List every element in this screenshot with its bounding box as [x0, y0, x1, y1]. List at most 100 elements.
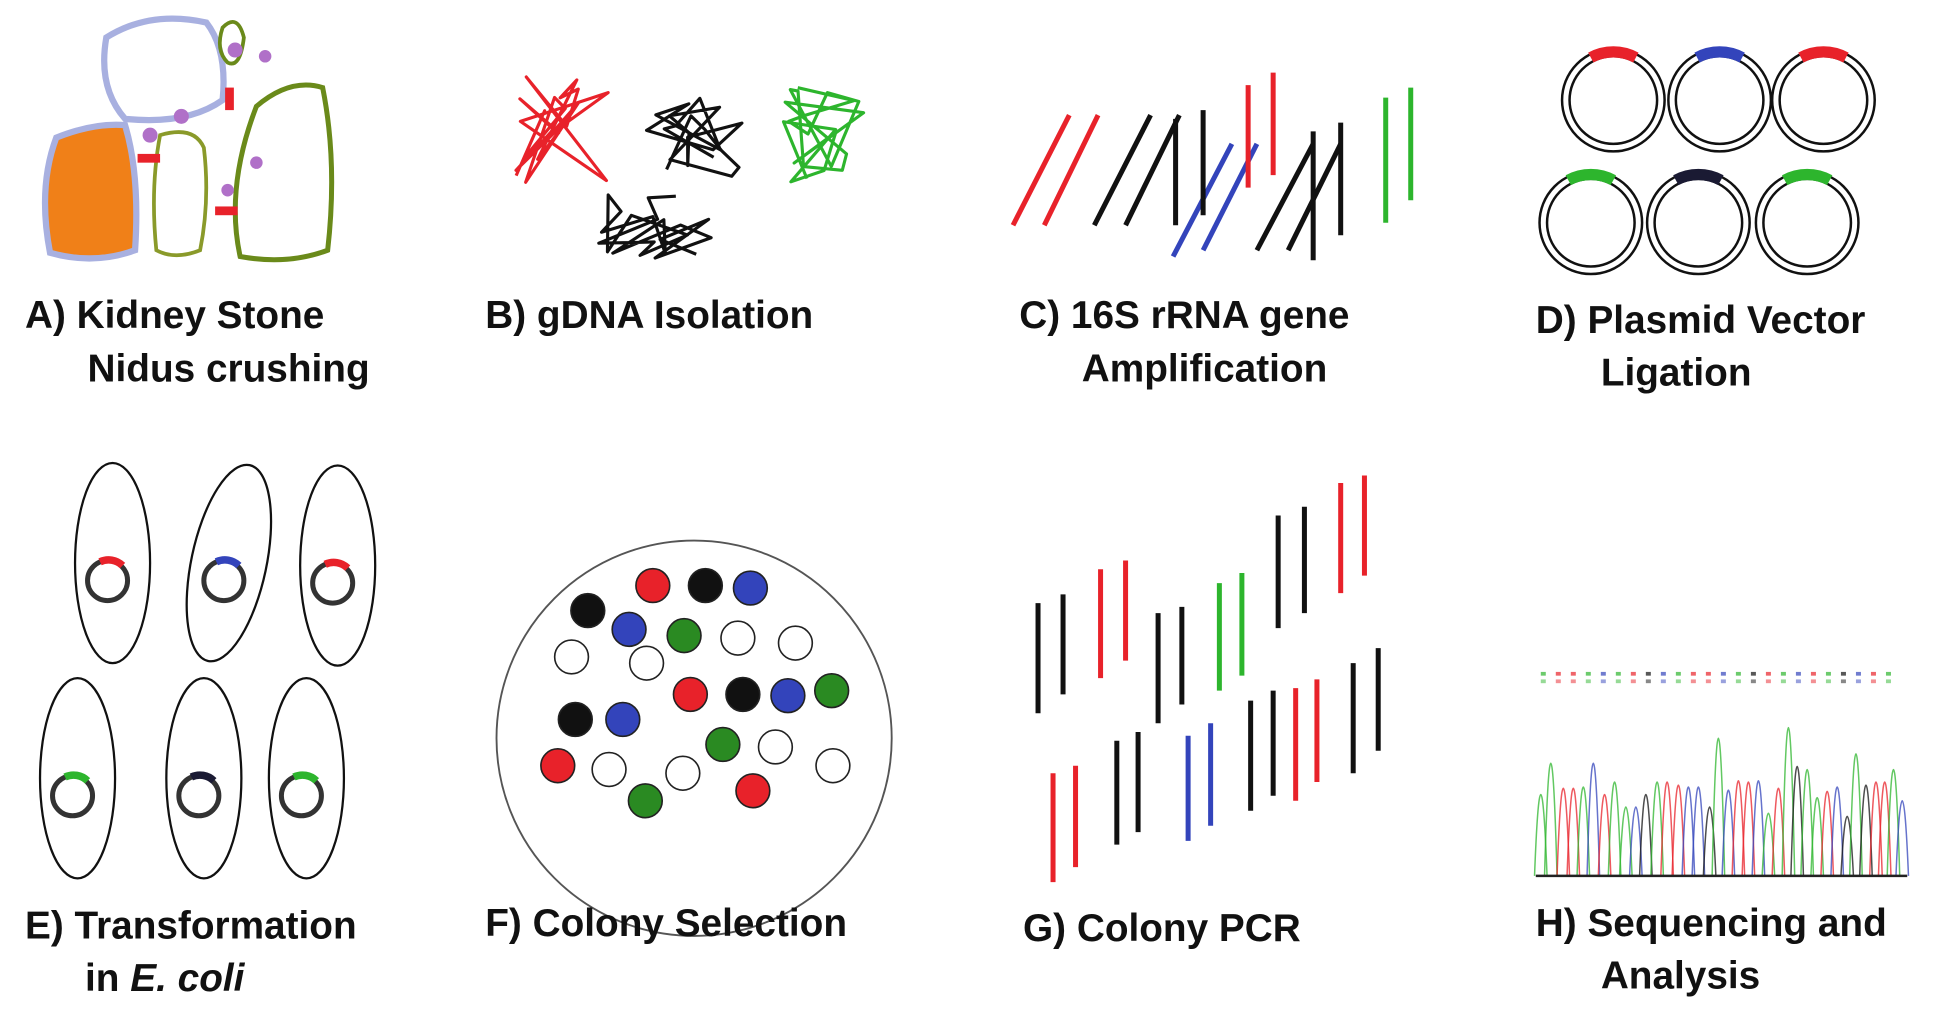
- trace-peak: [1751, 780, 1766, 876]
- particle-purple: [250, 156, 263, 169]
- bacterial-colony: [591, 751, 627, 788]
- base-call-mark: [1795, 679, 1801, 684]
- bacterial-colony: [815, 748, 851, 784]
- plasmid-inner-ring: [1545, 177, 1636, 268]
- bacterial-colony: [672, 676, 709, 713]
- label-d-line1: D) Plasmid Vector: [1536, 299, 1866, 342]
- panel-b-gdna-illustration: [514, 75, 866, 260]
- insert-segment: [292, 771, 320, 784]
- panel-e-ecoli-illustration: [38, 461, 377, 880]
- base-call-mark: [1810, 671, 1816, 676]
- bacterial-colony: [635, 567, 671, 604]
- base-call-mark: [1555, 679, 1561, 684]
- crystal-red: [225, 87, 234, 111]
- trace-peak: [1895, 800, 1910, 876]
- base-call-mark: [1735, 679, 1741, 684]
- ecoli-cell: [38, 677, 117, 880]
- base-call-mark: [1645, 671, 1651, 676]
- base-call-mark: [1855, 679, 1861, 684]
- insert-segment: [323, 558, 351, 571]
- trace-peak: [1638, 794, 1653, 876]
- plasmid-outer-ring: [1754, 170, 1860, 276]
- particle-purple: [227, 42, 243, 58]
- panel-g-colony-pcr-illustration: [1035, 475, 1381, 883]
- base-call-mark: [1540, 671, 1546, 676]
- base-call-mark: [1660, 671, 1666, 676]
- trace-peak: [1840, 816, 1855, 876]
- base-call-mark: [1540, 679, 1546, 684]
- base-call-mark: [1600, 679, 1606, 684]
- label-a-line2: Nidus crushing: [88, 348, 370, 391]
- base-call-mark: [1555, 671, 1561, 676]
- label-e-line1: E) Transformation: [25, 904, 357, 947]
- base-call-mark: [1840, 679, 1846, 684]
- base-call-mark: [1675, 671, 1681, 676]
- bacterial-colony: [627, 783, 664, 819]
- stone-fragment-orange: [41, 121, 140, 262]
- base-call-mark: [1570, 679, 1576, 684]
- plasmid-inner-ring: [1674, 55, 1765, 146]
- plasmid-inner-ring: [1568, 55, 1659, 146]
- base-call-mark: [1645, 679, 1651, 684]
- particle-purple: [258, 50, 272, 63]
- ecoli-cell: [185, 463, 273, 663]
- dna-scribble: [514, 75, 610, 184]
- bacterial-colony: [687, 567, 724, 604]
- panel-d-plasmid-illustration: [1538, 46, 1876, 276]
- label-f: F) Colony Selection: [485, 902, 847, 945]
- plasmid-outer-ring: [1560, 47, 1666, 153]
- base-call-mark: [1750, 671, 1756, 676]
- base-call-mark: [1675, 679, 1681, 684]
- plasmid-outer-ring: [1645, 170, 1751, 276]
- label-d-line2: Ligation: [1601, 351, 1752, 394]
- base-call-mark: [1720, 679, 1726, 684]
- bacterial-colony: [628, 645, 665, 681]
- base-call-mark: [1690, 679, 1696, 684]
- base-call-mark: [1720, 671, 1726, 676]
- particle-purple: [173, 108, 189, 124]
- crystal-red: [137, 153, 161, 163]
- trace-peak: [1702, 806, 1717, 876]
- bacterial-colony: [732, 570, 769, 606]
- base-call-mark: [1615, 679, 1621, 684]
- particle-purple: [221, 183, 234, 197]
- ecoli-cell: [267, 677, 346, 880]
- stone-fragment-olive-top: [217, 20, 246, 66]
- trace-peak: [1660, 781, 1675, 876]
- dna-fragment-line: [1010, 113, 1072, 227]
- base-call-mark: [1825, 679, 1831, 684]
- label-c-line2: Amplification: [1082, 348, 1327, 391]
- bacterial-colony: [813, 672, 850, 709]
- dna-scribble: [781, 86, 866, 184]
- plasmid-outer-ring: [1770, 47, 1876, 153]
- label-a-line1: A) Kidney Stone: [25, 294, 324, 337]
- plasmid-outer-ring: [1667, 47, 1773, 153]
- base-call-mark: [1630, 679, 1636, 684]
- trace-peak: [1586, 762, 1601, 876]
- base-call-mark: [1615, 671, 1621, 676]
- base-call-mark: [1810, 679, 1816, 684]
- trace-peak: [1830, 786, 1845, 876]
- base-call-mark: [1855, 671, 1861, 676]
- trace-peak: [1790, 765, 1805, 876]
- insert-segment: [98, 556, 126, 569]
- base-call-mark: [1585, 679, 1591, 684]
- base-call-mark: [1795, 671, 1801, 676]
- label-e-organism: E. coli: [130, 957, 245, 1000]
- base-call-mark: [1885, 679, 1891, 684]
- bacterial-colony: [777, 625, 814, 661]
- label-e-line2: in E. coli: [85, 957, 246, 1000]
- insert-segment: [1782, 168, 1833, 186]
- panel-f-colony-plate: [495, 539, 893, 937]
- dna-fragment-line: [1042, 114, 1101, 227]
- dna-fragment-line: [1092, 113, 1153, 227]
- trace-peak: [1691, 786, 1706, 876]
- base-call-mark: [1660, 679, 1666, 684]
- base-call-mark: [1840, 671, 1846, 676]
- label-h-line1: H) Sequencing and: [1536, 902, 1887, 945]
- base-call-mark: [1600, 671, 1606, 676]
- base-call-mark: [1690, 671, 1696, 676]
- dna-scribble: [645, 96, 744, 178]
- bacterial-colony: [666, 617, 702, 654]
